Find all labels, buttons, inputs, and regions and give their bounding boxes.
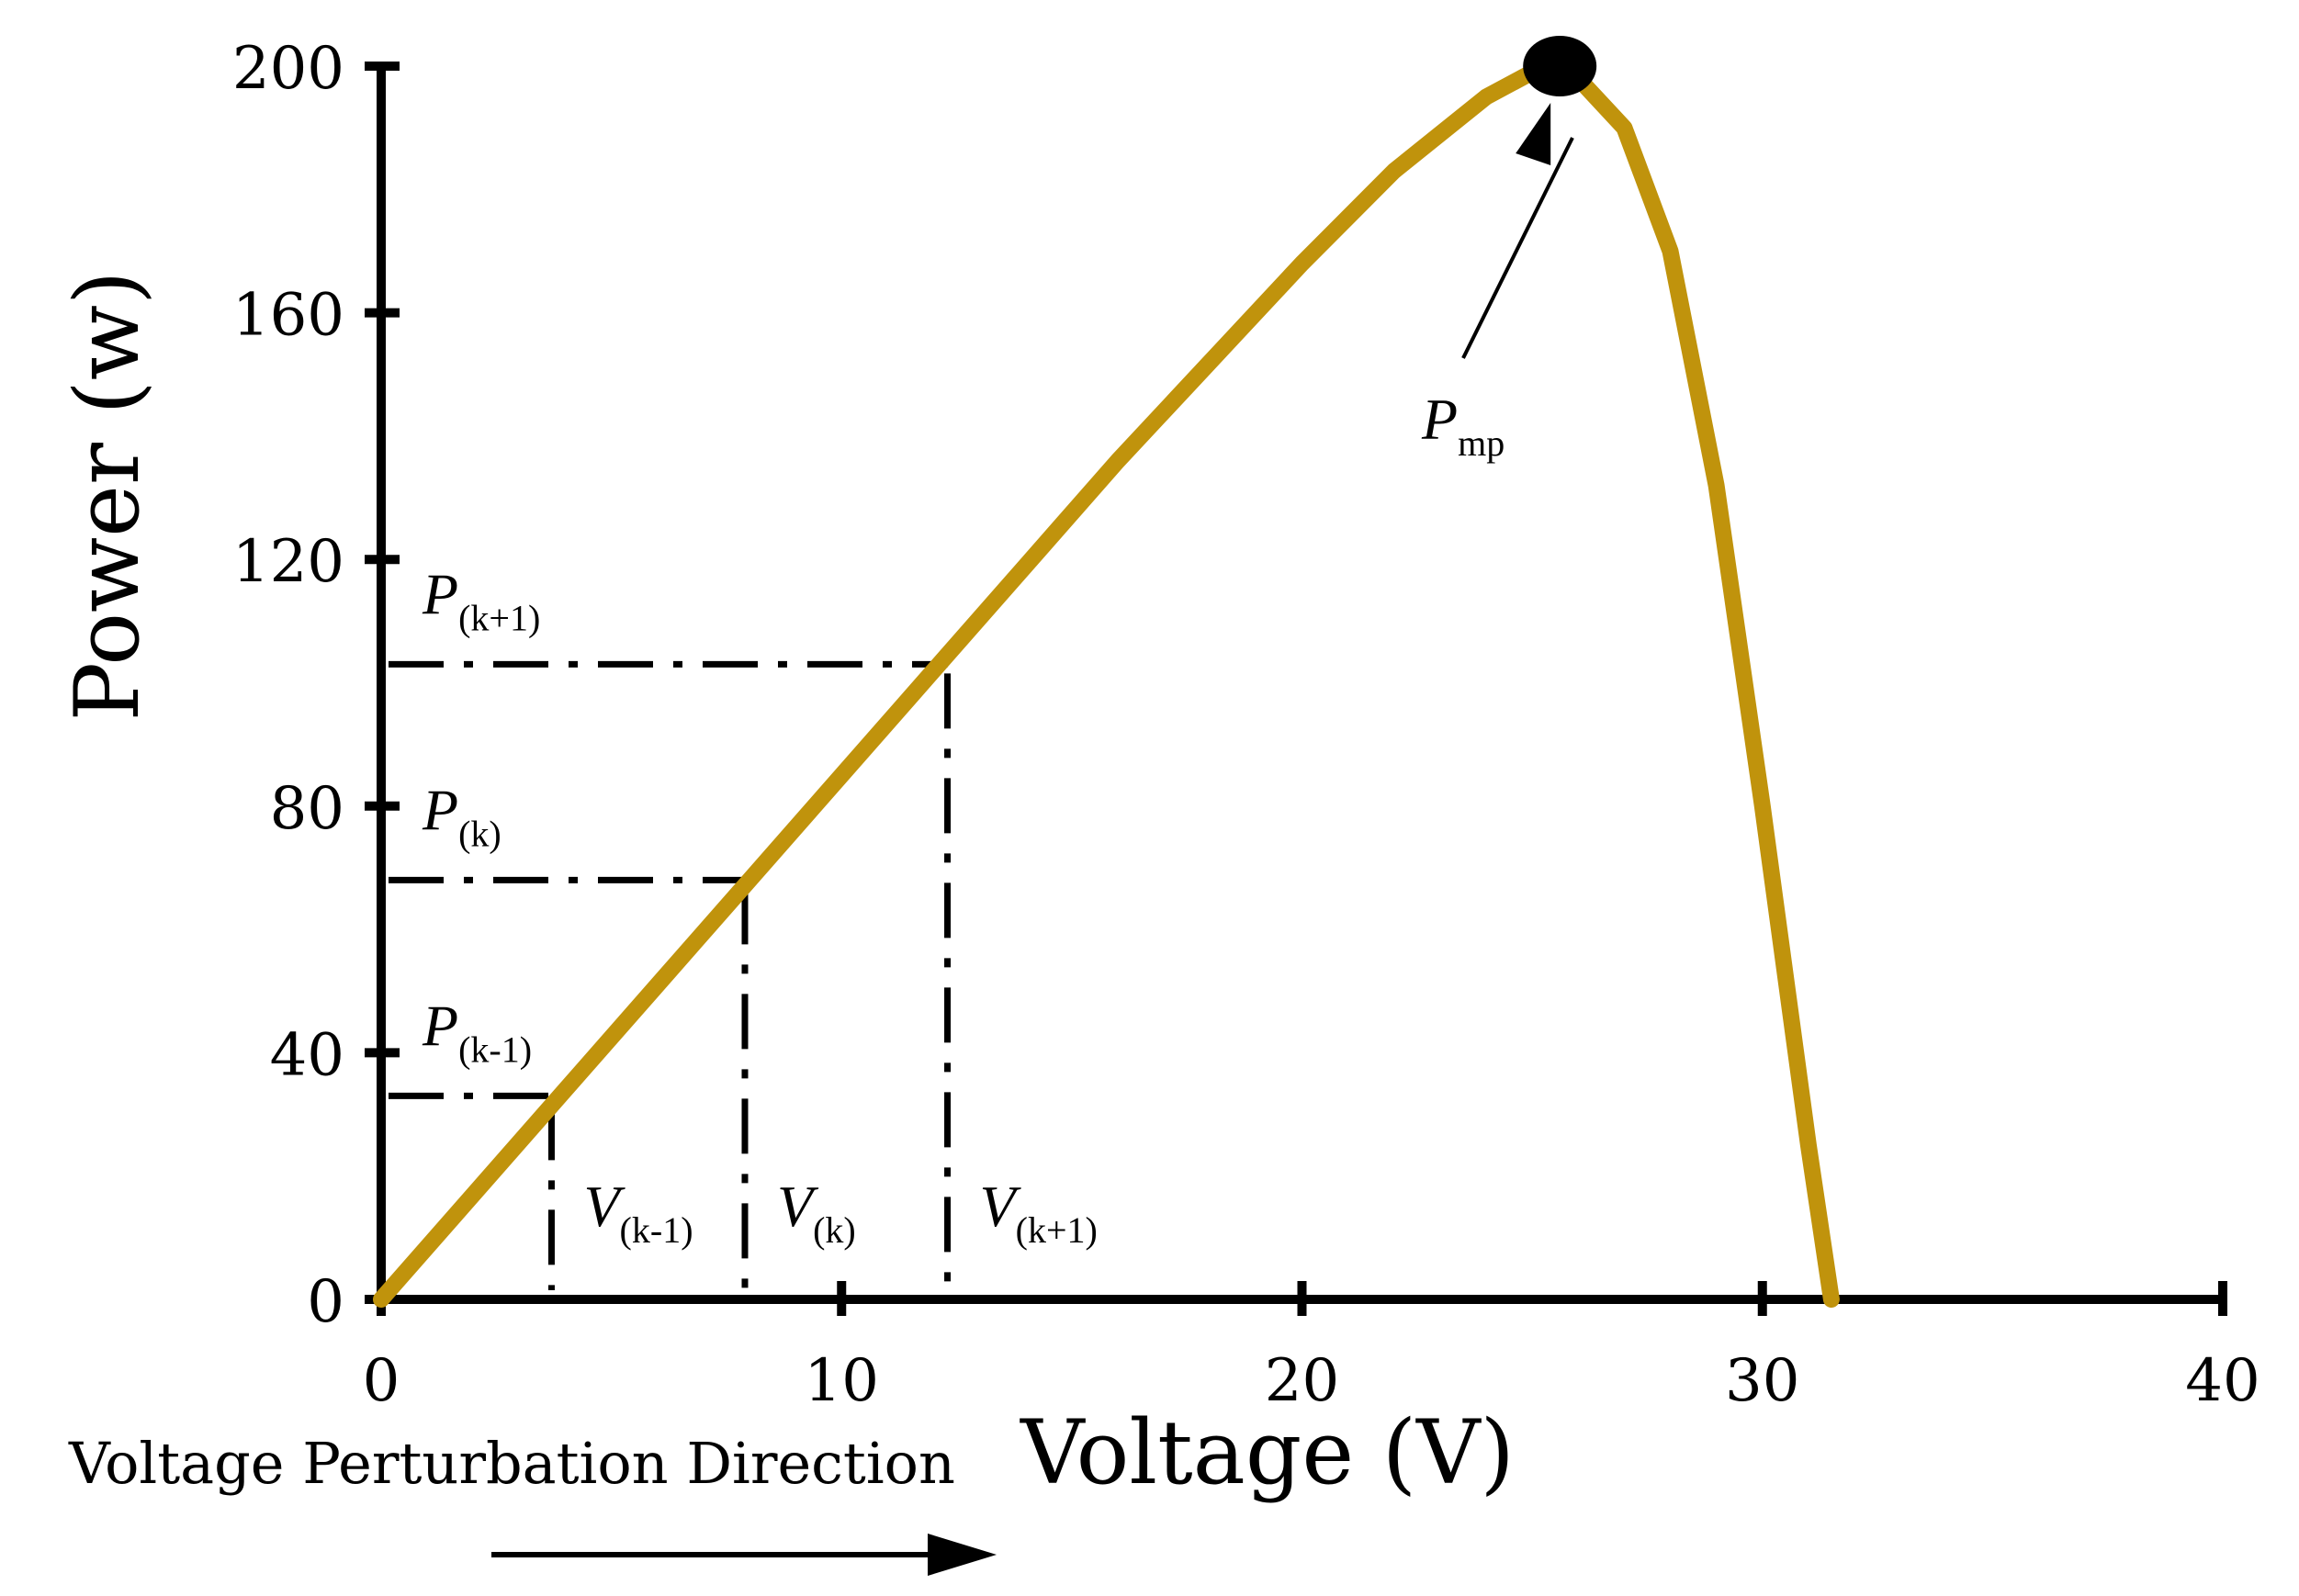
y-tick-label: 160: [232, 282, 344, 350]
voltage-label: V(k): [777, 1174, 856, 1251]
max-power-point-marker: [1523, 36, 1597, 96]
mpp-label: Pmp: [1421, 387, 1504, 464]
y-tick-label: 200: [232, 35, 344, 103]
pv-curve: [373, 58, 1840, 1308]
perturbation-direction-arrow: [491, 1534, 997, 1576]
x-tick-label: 40: [2185, 1347, 2260, 1415]
voltage-label: V(k+1): [980, 1174, 1098, 1251]
perturbation-direction-label: Voltage Perturbation Direction: [68, 1430, 955, 1497]
y-tick-label: 120: [232, 528, 344, 596]
power-label: P(k+1): [422, 561, 540, 638]
x-axis-title: Voltage (V): [1020, 1401, 1515, 1504]
labels: P(k-1) V(k-1) P(k) V(k) P(k+1) V(k+1) Pmp: [422, 103, 1574, 1251]
y-tick-label: 40: [270, 1021, 344, 1089]
y-axis-title: Power (w): [56, 271, 159, 722]
y-tick-label: 80: [270, 775, 344, 843]
power-label: P(k): [422, 777, 501, 854]
mpp-arrow-head: [1516, 103, 1551, 165]
x-tick-label: 0: [363, 1347, 400, 1415]
x-tick-label: 10: [805, 1347, 879, 1415]
axes: 0 10 20 30 40 0 40 80 120 160 200: [232, 35, 2260, 1415]
x-tick-label: 20: [1265, 1347, 1339, 1415]
perturbation-guides: [389, 660, 952, 1290]
power-label: P(k-1): [422, 993, 532, 1070]
x-tick-label: 30: [1725, 1347, 1799, 1415]
mpp-arrow-line: [1461, 137, 1574, 359]
curve-layer: [373, 36, 1840, 1308]
y-tick-label: 0: [307, 1268, 344, 1336]
voltage-label: V(k-1): [583, 1174, 693, 1251]
